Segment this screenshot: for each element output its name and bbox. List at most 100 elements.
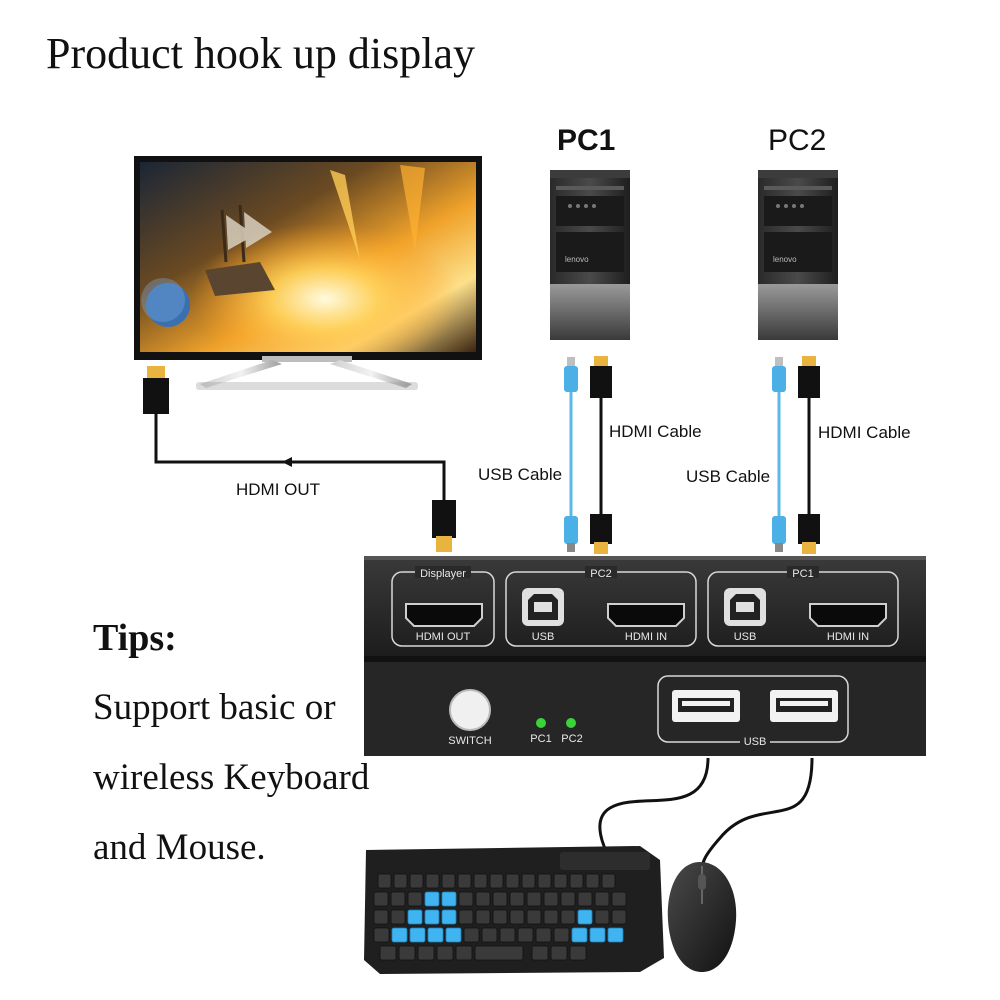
keyboard-key	[517, 927, 534, 943]
keyboard-key	[409, 873, 424, 889]
keyboard-key	[577, 909, 593, 925]
hdmi-out-port	[405, 603, 483, 627]
tip-line: wireless Keyboard	[93, 757, 370, 798]
keyboard-key	[553, 927, 570, 943]
keyboard-key	[537, 873, 552, 889]
keyboard-key	[505, 873, 520, 889]
keyboard-key	[611, 891, 627, 907]
keyboard-cable	[598, 757, 710, 859]
pc1-usb-cable-label: USB Cable	[478, 465, 563, 484]
pc1-hdmi-cable	[590, 356, 612, 554]
led-pc2	[566, 718, 576, 728]
keyboard-key	[577, 891, 593, 907]
keyboard-key	[457, 873, 472, 889]
keyboard-key	[569, 945, 587, 961]
keyboard-key	[611, 909, 627, 925]
keyboard-key	[424, 891, 440, 907]
keyboard-key	[427, 927, 444, 943]
keyboard-key	[543, 891, 559, 907]
pc1-usb-label: USB	[734, 631, 757, 643]
keyboard-key	[475, 909, 491, 925]
keyboard-key	[473, 873, 488, 889]
keyboard-key	[607, 927, 624, 943]
tip-line: Support basic or	[93, 687, 336, 728]
pc2-group-label: PC2	[590, 568, 611, 580]
keyboard-key	[441, 909, 457, 925]
keyboard-key	[377, 873, 392, 889]
mouse	[667, 862, 737, 972]
keyboard-key	[589, 927, 606, 943]
keyboard-key	[390, 909, 406, 925]
tower-base	[758, 284, 838, 340]
keyboard-key	[445, 927, 462, 943]
keyboard-key	[455, 945, 473, 961]
keyboard-key	[458, 909, 474, 925]
keyboard-key	[481, 927, 498, 943]
keyboard-key	[475, 891, 491, 907]
keyboard-key	[379, 945, 397, 961]
keyboard-key	[373, 909, 389, 925]
keyboard-key	[492, 909, 508, 925]
ship-graphic	[205, 262, 275, 296]
keyboard-key	[441, 873, 456, 889]
hdmi-out-port-label: HDMI OUT	[416, 631, 471, 643]
pc2-label: PC2	[768, 124, 827, 157]
pc2-hdmi-in-label: HDMI IN	[625, 631, 667, 643]
keyboard-key	[585, 873, 600, 889]
keyboard-key	[594, 891, 610, 907]
pc1-group-label: PC1	[792, 568, 813, 580]
mouse-body	[667, 862, 737, 972]
keyboard-key	[499, 927, 516, 943]
keyboard-key	[458, 891, 474, 907]
keyboard-key	[543, 909, 559, 925]
keyboard-key	[373, 891, 389, 907]
monitor	[134, 156, 482, 390]
pc2-hdmi-cable-label: HDMI Cable	[818, 423, 911, 442]
pc1-tower: lenovo	[550, 170, 630, 340]
keyboard-key	[571, 927, 588, 943]
keyboard-key	[535, 927, 552, 943]
pc1-label: PC1	[557, 124, 616, 157]
keyboard-key	[425, 873, 440, 889]
keyboard-key	[601, 873, 616, 889]
keyboard-key	[409, 927, 426, 943]
mouse-wheel	[698, 874, 706, 890]
hdmi-out-cable-label: HDMI OUT	[236, 480, 321, 499]
keyboard-key	[509, 909, 525, 925]
keyboard-key	[373, 927, 390, 943]
keyboard-key	[526, 909, 542, 925]
kvm-switch: Displayer HDMI OUT PC2 USB HDMI IN PC1 U…	[364, 556, 926, 756]
keyboard-key	[424, 909, 440, 925]
led-pc1	[536, 718, 546, 728]
keyboard-key	[560, 891, 576, 907]
led-pc2-label: PC2	[561, 733, 582, 745]
switch-button	[449, 689, 491, 731]
pc1-hdmi-cable-label: HDMI Cable	[609, 422, 702, 441]
keyboard-key	[594, 909, 610, 925]
monitor-stand	[200, 360, 282, 388]
keyboard-key	[393, 873, 408, 889]
keyboard-key	[390, 891, 406, 907]
pc2-usb-cable	[772, 357, 786, 552]
pc2-usb-label: USB	[532, 631, 555, 643]
keyboard-key	[509, 891, 525, 907]
keyboard-key	[492, 891, 508, 907]
keyboard-key	[560, 909, 576, 925]
tower-brand-text: lenovo	[565, 255, 589, 264]
pc2-hdmi-in-port	[607, 603, 685, 627]
keyboard-key	[550, 945, 568, 961]
tower-brand-text: lenovo	[773, 255, 797, 264]
pc1-hdmi-in-port	[809, 603, 887, 627]
pc2-tower: lenovo	[758, 170, 838, 340]
keyboard-key	[407, 909, 423, 925]
keyboard-key	[553, 873, 568, 889]
keyboard-key	[391, 927, 408, 943]
pc1-hdmi-in-label: HDMI IN	[827, 631, 869, 643]
keyboard	[364, 846, 664, 974]
pc2-hdmi-cable	[798, 356, 820, 554]
keyboard-key	[531, 945, 549, 961]
keyboard-key	[521, 873, 536, 889]
keyboard-key	[398, 945, 416, 961]
led-pc1-label: PC1	[530, 733, 551, 745]
